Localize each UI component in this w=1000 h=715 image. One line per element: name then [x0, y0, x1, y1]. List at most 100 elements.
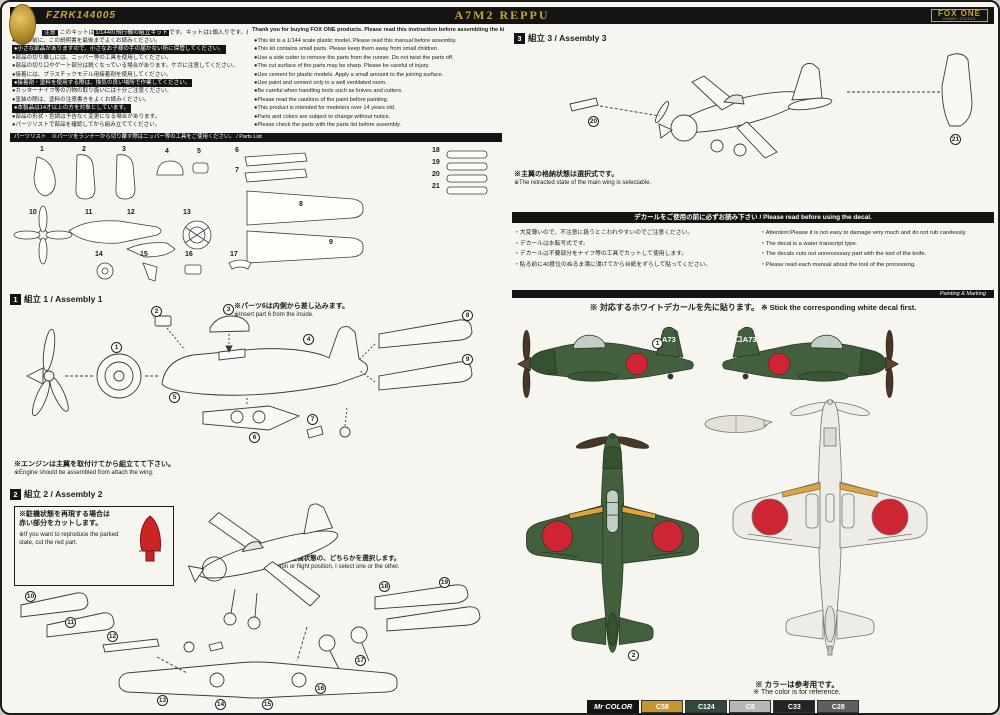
warning-line: ●部品の形状・色調は予告なく変更になる場合があります。: [12, 113, 161, 120]
warning-line: ●小さな部品がありますので、小さなお子様の手の届かない所に保管してください。: [12, 45, 226, 54]
assembly1-note2: ※エンジンは主翼を取付けてから組立てて下さい。 ※Engine should b…: [14, 460, 274, 477]
warning-line: ●部品の切り口やゲート部分は鋭くなっている場合があります。ケガに注意してください…: [12, 63, 238, 70]
intro-jp-post: です。キットは1個入りです。組立の際はケガに十分ご注意ください。: [168, 30, 248, 36]
assembly1-diagram: 1 2 3 4 5 6 7 8 9: [7, 304, 502, 459]
intro-jp-highlight: 1/144の飛行機の組立キット: [94, 30, 169, 36]
part-number: 12: [127, 209, 135, 216]
bottom-view: [720, 394, 940, 684]
color-chip: C58: [641, 700, 684, 713]
part-number: 14: [95, 251, 103, 258]
assembly2-number-badge: 2: [10, 488, 21, 500]
part-number: 4: [165, 148, 169, 155]
drop-tank-illustration: [704, 415, 774, 433]
hinomaru-marking: [768, 353, 791, 375]
part-number: 11: [85, 209, 93, 216]
callout: 18: [379, 581, 390, 592]
assembly3-diagram: 20 21: [510, 44, 997, 166]
hinomaru-marking: [871, 498, 909, 536]
part-number: 17: [230, 251, 238, 258]
warnings-english: ●This kit is a 1/144 scale plastic model…: [254, 37, 504, 129]
warning-line: ●接着には、プラスチックモデル用接着剤を使用してください。: [12, 71, 172, 78]
decal-note: ・デカールは不要部分をナイフ等の工具でカットして使用します。: [514, 251, 688, 257]
note-jp: ※主翼の格納状態は選択式です。: [514, 171, 619, 178]
hinomaru-marking: [651, 520, 684, 553]
hinomaru-marking: [625, 353, 648, 375]
part-number: 2: [82, 146, 86, 153]
color-chip: C33: [773, 700, 816, 713]
assembly3-number-badge: 3: [514, 32, 525, 44]
intro-japanese: 注意このキットは1/144の飛行機の組立キットです。キットは1個入りです。組立の…: [42, 27, 248, 36]
part-number: 20: [432, 171, 440, 178]
red-cut-part-illustration: [139, 515, 163, 562]
color-reference-note: ※ カラーは参考用です。 ※ The color is for referenc…: [692, 680, 902, 697]
warning-line: ●組立の前に、この説明書を最後までよくお読みください。: [12, 38, 161, 44]
part-number: 6: [235, 147, 239, 154]
warning-line: ●Parts and colors are subject to change …: [254, 113, 391, 120]
callout: 5: [169, 392, 180, 403]
decal-note: ・Please read each manual about the tool …: [760, 261, 916, 268]
warning-line: ●This kit is a 1/144 scale plastic model…: [254, 38, 457, 44]
aircraft-profile-right: コA73: [722, 326, 899, 398]
callout: 4: [303, 334, 314, 345]
paint-color-legend: Mr COLOR C58 C124 C8 C33 C28: [587, 700, 860, 713]
callout: 1: [111, 342, 122, 353]
profile-view-left: コA73: [514, 324, 706, 402]
part-number: 3: [122, 146, 126, 153]
warning-line: ●The cut surface of the parts may be sha…: [254, 63, 430, 70]
warning-line: ●塗装の際は、塗料の注意書きをよくお読みください。: [12, 96, 150, 103]
note-en: ※The retracted state of the main wing is…: [514, 180, 652, 186]
color-chip: C124: [685, 700, 728, 713]
assembly2-note: ※飛行状態、又は駐機状態の、どちらかを選択します。 ※Landing posit…: [237, 554, 402, 571]
note-en: ※If you want to reproduce the parked sta…: [19, 532, 119, 546]
note-jp: ※ カラーは参考用です。: [755, 680, 839, 689]
header-bar: FZRK144005 A7M2 REPPU FOX ONE HOBBY STUD…: [10, 7, 994, 24]
drop-tank-view: [702, 412, 774, 436]
part-number: 10: [29, 209, 37, 216]
note-en: ※Insert part 6 from the inside.: [234, 312, 314, 318]
warning-line: ●Use cement for plastic models. Apply a …: [254, 71, 444, 78]
intro-jp-pre: このキットは: [59, 30, 95, 36]
painting-marking-bar: Painting & Marking: [512, 290, 994, 298]
warning-line: ●接着剤・塗料を使用する際は、換気の良い場所で作業してください。: [12, 79, 193, 88]
part-number: 21: [432, 183, 440, 190]
assembly1-label: 組立 1 / Assembly 1: [24, 294, 103, 304]
parts-illustration: [13, 150, 488, 282]
decal-note: ・The decal is a water transcript type.: [760, 240, 858, 247]
callout: 14: [215, 699, 226, 710]
decal-callout: 2: [628, 650, 639, 661]
warning-line: ●This product is intended for modelers o…: [254, 105, 396, 112]
brand-subtitle: HOBBY STUDIO: [943, 16, 976, 21]
part-number: 19: [432, 159, 440, 166]
note-jp: ※パーツ6は内側から差し込みます。: [234, 303, 350, 310]
part-number: 7: [235, 167, 239, 174]
id-stripe-left: [568, 505, 604, 520]
hinomaru-marking: [751, 498, 789, 536]
decal-notes-english: ・Attention:Please it is not easy to dama…: [760, 229, 994, 271]
parked-state-note-box: ※駐機状態を再現する場合は 赤い部分をカットします。 ※If you want …: [14, 506, 174, 586]
top-view: [510, 430, 715, 662]
assembly1-illustration: [25, 315, 473, 439]
warning-line: ●Use a side cutter to remove the parts f…: [254, 54, 454, 61]
callout: 7: [307, 414, 318, 425]
note-en: ※ The color is for reference.: [753, 689, 841, 696]
callout: 16: [315, 683, 326, 694]
white-decal-note: ※ 対応するホワイトデカールを先に貼ります。 ※ Stick the corre…: [512, 302, 994, 313]
profile-view-right: コA73: [710, 324, 902, 402]
id-stripe-left: [781, 482, 821, 498]
aircraft-top-view: [526, 432, 699, 653]
parts-list-bar: パーツリスト ※パーツをランナーから切り離す際はニッパー等の工具をご使用ください…: [10, 133, 502, 142]
id-stripe-right: [621, 505, 657, 520]
assembly2-diagram: 10 11 12 13 14 15 16 17 18 19: [7, 497, 502, 712]
note-jp: ※ 対応するホワイトデカールを先に貼ります。: [589, 303, 760, 312]
callout: 17: [355, 655, 366, 666]
intro-english: Thank you for buying FOX ONE products. P…: [252, 27, 504, 33]
decal-note: ・大変薄いので、不注意に扱うとこわれやすいのでご注意ください。: [514, 230, 694, 236]
part-number: 8: [299, 201, 303, 208]
part-number: 16: [185, 251, 193, 258]
assembly1-number-badge: 1: [10, 293, 21, 305]
callout: 15: [262, 699, 273, 710]
callout: 6: [249, 432, 260, 443]
warning-line: ●This kit contains small parts. Please k…: [254, 46, 439, 53]
assembly3-header: 3 組立 3 / Assembly 3: [514, 32, 606, 44]
